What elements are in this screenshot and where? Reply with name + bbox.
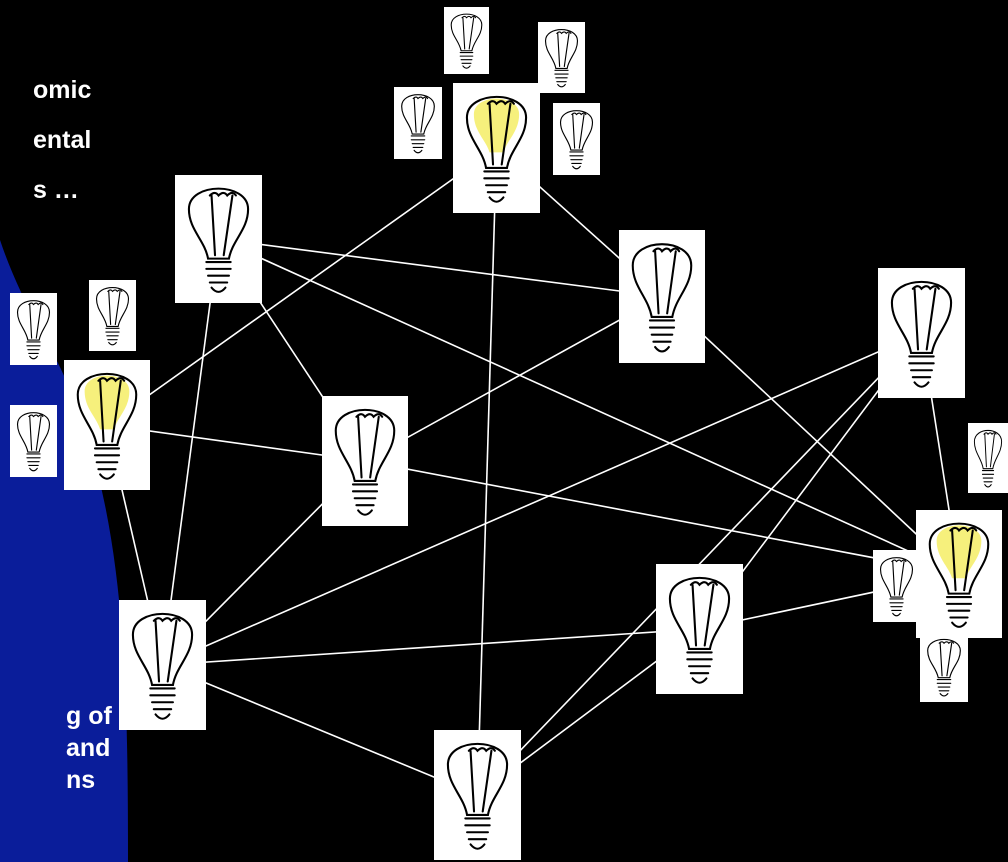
light-bulb-icon xyxy=(619,230,705,363)
connection-line xyxy=(476,147,498,796)
top-text-line-3: s … xyxy=(33,176,79,204)
light-bulb-icon xyxy=(656,564,743,694)
light-bulb-icon xyxy=(434,730,521,860)
connection-line xyxy=(364,460,960,575)
bottom-text-line-2: and xyxy=(66,734,111,762)
light-bulb-icon xyxy=(394,87,442,159)
connection-line xyxy=(106,147,497,426)
connection-line xyxy=(218,238,960,575)
connection-line xyxy=(218,238,663,298)
light-bulb-icon xyxy=(10,293,57,365)
connection-line xyxy=(661,295,960,575)
bottom-text-line-3: ns xyxy=(66,766,96,794)
lit-light-bulb-icon xyxy=(453,83,540,213)
connection-line xyxy=(162,332,922,666)
top-text-line-2: ental xyxy=(33,126,92,154)
light-bulb-icon xyxy=(538,22,585,93)
light-bulb-icon xyxy=(968,423,1008,493)
lit-light-bulb-icon xyxy=(64,360,150,490)
connection-line xyxy=(161,238,220,666)
light-bulb-icon xyxy=(175,175,262,303)
light-bulb-icon xyxy=(89,280,136,351)
connection-line xyxy=(162,664,478,796)
light-bulb-icon xyxy=(878,268,965,398)
light-bulb-icon xyxy=(920,632,968,702)
lit-light-bulb-icon xyxy=(916,510,1002,638)
connection-line xyxy=(162,628,700,666)
bottom-text-line-1: g of xyxy=(66,702,112,730)
connection-line xyxy=(364,295,663,462)
light-bulb-icon xyxy=(444,7,489,74)
light-bulb-icon xyxy=(322,396,408,526)
light-bulb-icon xyxy=(553,103,600,175)
light-bulb-icon xyxy=(873,550,920,622)
top-text-line-1: omic xyxy=(33,76,92,104)
light-bulb-icon xyxy=(119,600,206,730)
light-bulb-icon xyxy=(10,405,57,477)
